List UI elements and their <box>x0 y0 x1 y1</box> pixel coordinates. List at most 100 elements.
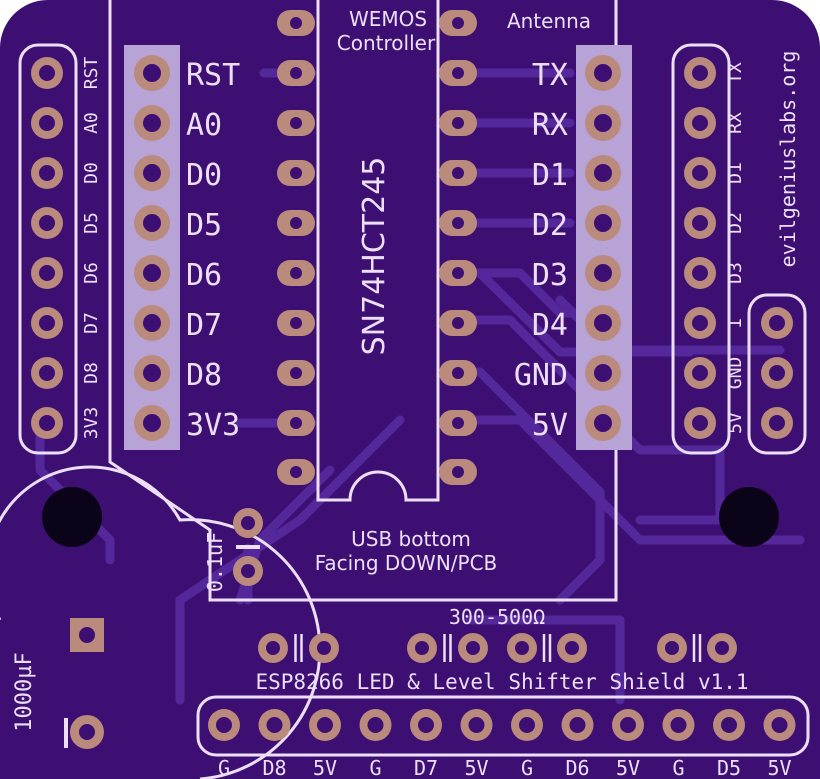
left-socket-label: D7 <box>186 308 222 343</box>
left-socket-label: A0 <box>186 108 222 143</box>
large-cap-label: 1000µF <box>12 652 37 731</box>
right-socket-pin <box>585 55 621 91</box>
chip-pin-left-2 <box>277 60 315 86</box>
right-header-outline <box>671 43 731 455</box>
right-header-pin <box>684 257 716 289</box>
left-header-label: D7 <box>81 312 102 334</box>
chip-pin-right-9 <box>439 410 477 436</box>
left-header-pin <box>31 407 63 439</box>
left-header-outline <box>18 43 78 455</box>
small-capacitor-pin-a <box>233 508 263 538</box>
bottom-header-pin <box>309 709 341 741</box>
right-header-label: GND <box>725 357 746 390</box>
resistor-3-pin-a <box>507 633 537 663</box>
resistor-4-pin-b <box>707 633 737 663</box>
right-socket-pin <box>585 155 621 191</box>
extra-header-outline <box>747 293 807 455</box>
pad-layer: RSTA0D0D5D6D7D83V3RSTA0D0D5D6D7D83V3TXRX… <box>18 10 810 779</box>
left-socket-label: 3V3 <box>186 408 240 443</box>
right-header-pin <box>684 57 716 89</box>
bottom-header-label: D8 <box>262 756 286 779</box>
chip-pin-right-6 <box>439 260 477 286</box>
bottom-header-pin <box>763 709 796 741</box>
left-socket-label: D8 <box>186 358 222 393</box>
left-header-label: D0 <box>81 162 102 184</box>
chip-pin-left-9 <box>277 410 315 436</box>
large-capacitor-pin-negative <box>70 715 104 749</box>
right-header-label: D2 <box>725 212 746 234</box>
right-header-pin <box>684 307 716 339</box>
right-socket-pin <box>585 255 621 291</box>
left-socket-pin <box>134 205 170 241</box>
left-header-pin <box>31 207 63 239</box>
right-header-label: D1 <box>725 162 746 184</box>
chip-pin-left-1 <box>277 10 315 36</box>
chip-label: SN74HCT245 <box>357 157 392 356</box>
antenna-label: Antenna <box>507 9 591 33</box>
right-socket-pin <box>585 105 621 141</box>
right-socket-label: D1 <box>532 158 568 193</box>
resistor-3-pin-b <box>557 633 587 663</box>
board-title: ESP8266 LED & Level Shifter Shield v1.1 <box>255 670 748 694</box>
resistor-label: 300-500Ω <box>449 605 545 629</box>
right-socket-label: GND <box>514 358 568 393</box>
bottom-header-pin <box>258 709 291 741</box>
bottom-header-pin <box>612 709 644 741</box>
right-header-label: RX <box>725 112 746 134</box>
left-socket-label: D6 <box>186 258 222 293</box>
left-header-pin <box>31 357 63 389</box>
mount-hole-left <box>42 487 102 547</box>
module-label-line2: Controller <box>337 31 436 55</box>
bottom-header-label: D6 <box>565 756 589 779</box>
left-socket-pin <box>134 155 170 191</box>
chip-pin-right-8 <box>439 360 477 386</box>
chip-pin-right-7 <box>439 310 477 336</box>
left-header-pin <box>31 57 63 89</box>
right-header-pin <box>684 157 716 189</box>
resistor-1-pin-b <box>309 633 339 663</box>
small-capacitor-pin-b <box>233 556 263 586</box>
right-socket-label: D3 <box>532 258 568 293</box>
right-socket-label: D4 <box>532 308 568 343</box>
website-label: evilgeniuslabs.org <box>776 51 800 268</box>
left-socket-pin <box>134 355 170 391</box>
left-header-pin <box>31 307 63 339</box>
chip-pin-right-2 <box>439 60 477 86</box>
left-header-pin <box>31 157 63 189</box>
right-socket-pin <box>585 305 621 341</box>
chip-pin-right-3 <box>439 110 477 136</box>
chip-pin-left-8 <box>277 360 315 386</box>
resistor-1-pin-a <box>258 633 288 663</box>
bottom-header-pin <box>460 709 493 741</box>
chip-outline <box>316 0 440 502</box>
large-capacitor-pin-positive <box>70 618 104 652</box>
left-socket-label: D5 <box>186 208 222 243</box>
left-socket-pin <box>134 305 170 341</box>
left-socket-pin <box>134 405 170 441</box>
large-capacitor-outline <box>0 465 322 779</box>
right-socket-label: 5V <box>532 408 568 443</box>
left-socket-label: D0 <box>186 158 222 193</box>
bottom-header-pin <box>662 709 695 741</box>
right-socket-label: RX <box>532 108 568 143</box>
right-socket-pin <box>585 205 621 241</box>
right-header-pin <box>684 107 716 139</box>
left-header-label: A0 <box>81 112 102 134</box>
chip-pin-right-4 <box>439 160 477 186</box>
resistor-4-pin-a <box>657 633 687 663</box>
left-header-pin <box>31 107 63 139</box>
left-socket-pin <box>134 105 170 141</box>
bottom-header-label: D7 <box>414 756 438 779</box>
bottom-header-pin <box>208 709 240 741</box>
right-socket-pin <box>585 405 621 441</box>
right-header-label: D3 <box>725 262 746 284</box>
right-header-label: 5V <box>725 412 746 434</box>
right-header-pin <box>684 207 716 239</box>
left-header-label: RST <box>81 57 102 90</box>
right-socket-pin <box>585 355 621 391</box>
extra-header-pin <box>761 407 793 439</box>
chip-pin-right-10 <box>439 459 477 485</box>
left-header-label: 3V3 <box>81 407 102 440</box>
